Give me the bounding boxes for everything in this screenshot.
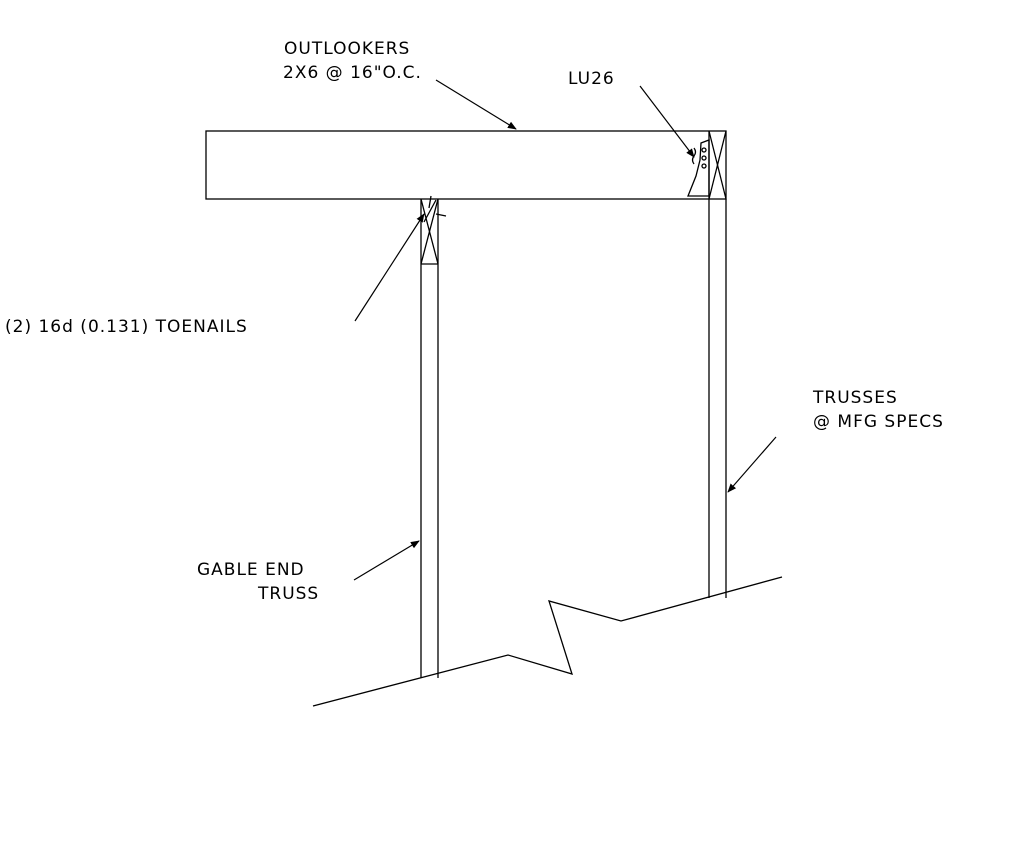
gable-end-truss (420, 199, 439, 678)
lu26-label: LU26 (568, 69, 615, 89)
outlookers-leader (435, 79, 517, 130)
trusses-leader (727, 436, 777, 493)
toenails-leader (354, 213, 425, 322)
outlooker-end-block (708, 130, 727, 200)
outlookers-spacing-label: 2X6 @ 16"O.C. (283, 63, 422, 83)
trusses-label: TRUSSES (812, 388, 898, 408)
toenails-label: (2) 16d (0.131) TOENAILS (5, 317, 248, 337)
gable-leader (353, 540, 420, 581)
gable-top-block (420, 198, 439, 265)
outlookers-label: OUTLOOKERS (284, 39, 410, 59)
gable-truss-label: TRUSS (257, 584, 319, 604)
toenails (423, 195, 447, 223)
gable-end-label: GABLE END (197, 560, 305, 580)
right-truss (708, 199, 727, 598)
outlooker-member (205, 130, 727, 200)
lu26-hanger (687, 139, 710, 197)
lu26-leader (639, 85, 695, 158)
break-line (312, 576, 783, 707)
trusses-specs-label: @ MFG SPECS (813, 412, 944, 432)
